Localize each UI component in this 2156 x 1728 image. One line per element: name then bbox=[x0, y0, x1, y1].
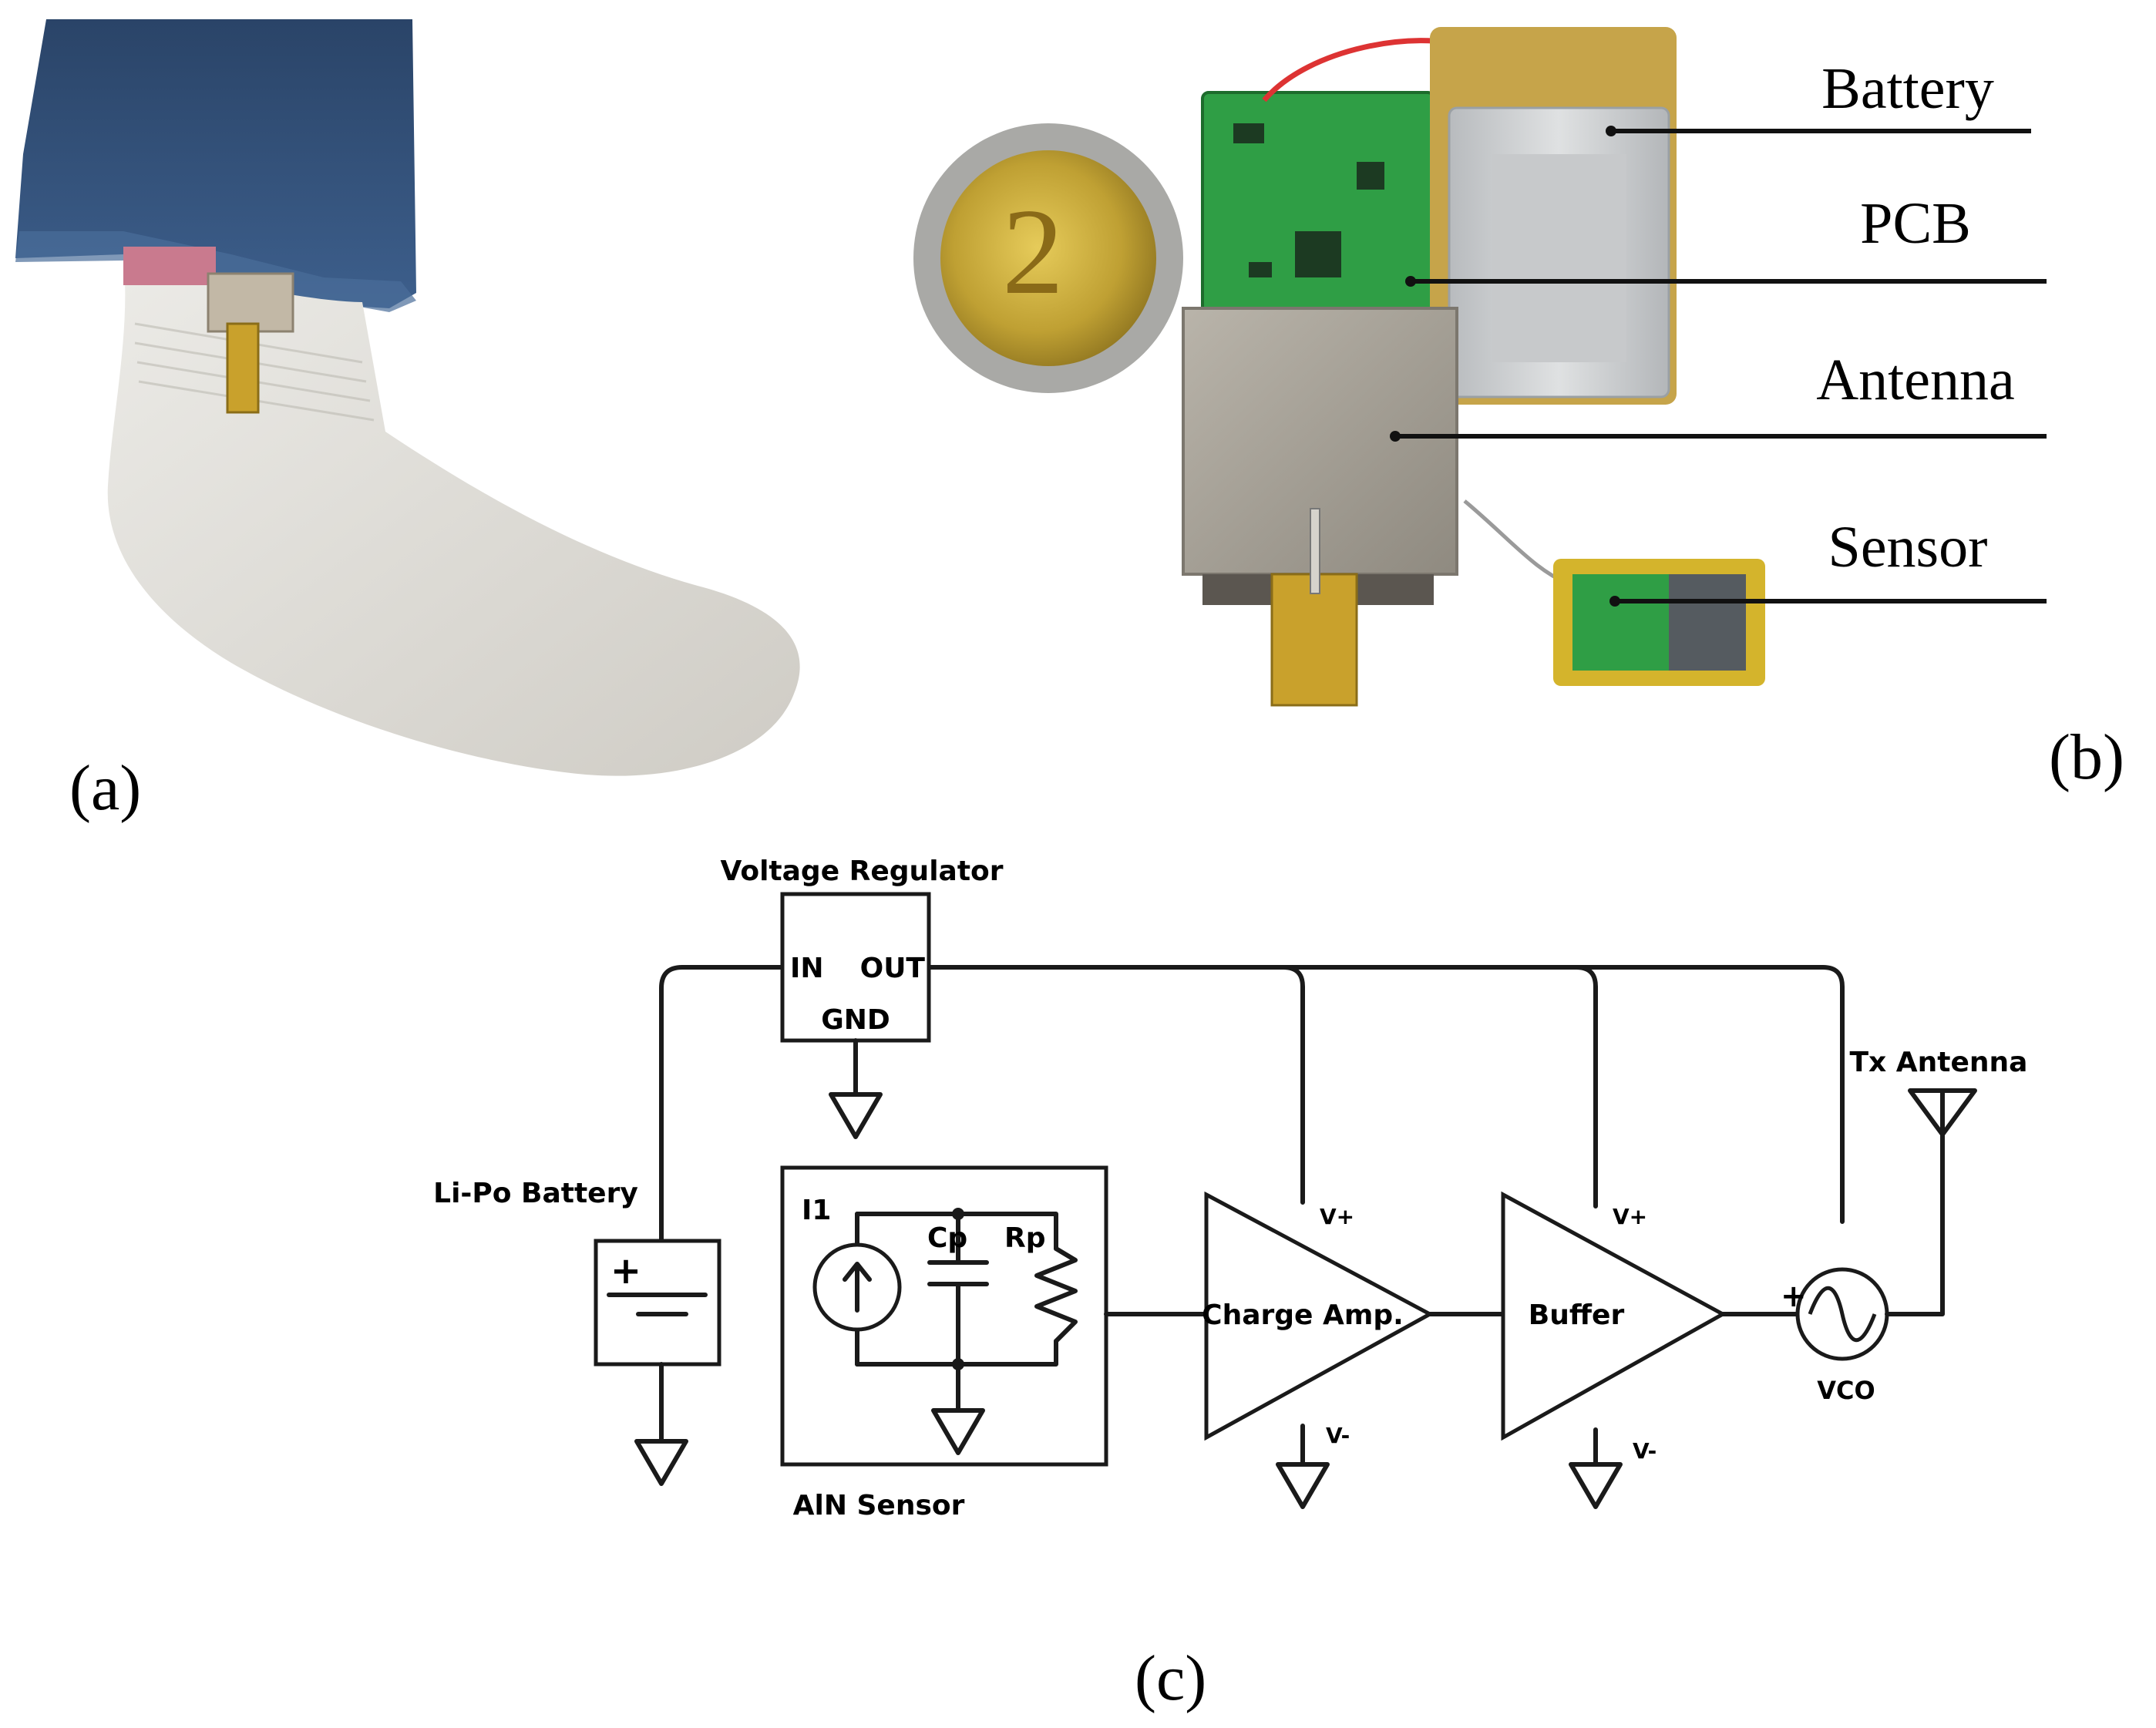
callout-sensor: Sensor bbox=[1828, 515, 1988, 580]
vco-name: VCO bbox=[1817, 1376, 1875, 1405]
regulator-gnd: GND bbox=[821, 1004, 890, 1036]
ground-symbol bbox=[1276, 1462, 1330, 1509]
buffer-vminus: V- bbox=[1633, 1438, 1657, 1464]
leader-dot bbox=[1609, 596, 1620, 607]
junction-dot bbox=[952, 1208, 964, 1220]
panel-a-photo bbox=[15, 19, 800, 776]
battery-label: Li-Po Battery bbox=[433, 1178, 638, 1209]
ground-symbol bbox=[829, 1092, 883, 1139]
caption-b: (b) bbox=[2049, 721, 2124, 793]
sensor-pcb bbox=[1572, 574, 1673, 671]
ground-symbol bbox=[931, 1408, 985, 1455]
antenna-pin bbox=[1310, 508, 1320, 594]
leader-dot bbox=[1390, 431, 1401, 442]
charge-amplifier bbox=[1204, 1191, 1435, 1441]
cap-label: Cp bbox=[927, 1222, 967, 1254]
supply-rail bbox=[927, 965, 1845, 1224]
battery-label bbox=[1492, 154, 1626, 362]
battery-plus-sign: + bbox=[610, 1249, 641, 1293]
regulator-out: OUT bbox=[860, 953, 926, 984]
sensor-name: AlN Sensor bbox=[793, 1490, 965, 1521]
caption-c: (c) bbox=[1135, 1642, 1206, 1714]
buffer-amplifier bbox=[1501, 1191, 1727, 1441]
charge-amp-vminus: V- bbox=[1326, 1423, 1350, 1448]
leader-dot bbox=[1606, 126, 1616, 136]
ground-symbol bbox=[1569, 1462, 1623, 1509]
buffer-name: Buffer bbox=[1529, 1299, 1625, 1331]
antenna-connector bbox=[1270, 573, 1358, 707]
sensor-patch bbox=[207, 272, 294, 333]
vco-to-antenna-wire bbox=[1885, 1131, 1945, 1316]
pcb-chip bbox=[1233, 123, 1264, 143]
caption-a: (a) bbox=[69, 752, 141, 824]
panel-b-photo: 2 Battery PCB Antenna Sensor bbox=[913, 27, 2047, 707]
ground-symbol bbox=[634, 1439, 688, 1486]
junction-dot bbox=[952, 1358, 964, 1370]
sine-wave-icon bbox=[1808, 1286, 1877, 1342]
regulator-title: Voltage Regulator bbox=[720, 856, 1003, 887]
pcb-chip bbox=[1249, 262, 1272, 277]
sensor-top-wire bbox=[855, 1212, 1058, 1251]
leader-dot bbox=[1405, 276, 1416, 287]
charge-amp-name: Charge Amp. bbox=[1202, 1299, 1404, 1331]
rail-to-charge-amp bbox=[1281, 965, 1305, 1205]
pcb-chip bbox=[1357, 162, 1384, 190]
vco-plus-sign: + bbox=[1781, 1279, 1807, 1314]
coin-center bbox=[940, 150, 1156, 366]
antenna-icon bbox=[1908, 1088, 1977, 1137]
schematic: Voltage Regulator IN OUT GND Li-Po Batte… bbox=[433, 856, 2027, 1521]
sock bbox=[107, 258, 800, 776]
resistor-rp bbox=[1034, 1246, 1078, 1343]
charge-amp-vplus: V+ bbox=[1320, 1204, 1354, 1229]
source-label: I1 bbox=[802, 1195, 831, 1226]
ankle-skin bbox=[123, 247, 216, 285]
coin-numeral: 2 bbox=[1002, 183, 1064, 320]
buffer-vplus: V+ bbox=[1613, 1204, 1647, 1229]
sma-connector bbox=[226, 322, 260, 414]
res-label: Rp bbox=[1004, 1222, 1046, 1254]
pcb-chip bbox=[1295, 231, 1341, 277]
callout-antenna: Antenna bbox=[1816, 348, 2014, 412]
regulator-in: IN bbox=[790, 953, 824, 984]
callout-battery: Battery bbox=[1821, 56, 1994, 121]
antenna-label: Tx Antenna bbox=[1850, 1047, 2028, 1078]
sensor-bottom-wire bbox=[855, 1339, 1058, 1367]
battery-to-regulator bbox=[659, 965, 785, 1243]
current-source-arrow bbox=[843, 1262, 872, 1313]
rail-to-buffer bbox=[1574, 965, 1598, 1209]
sensor-element bbox=[1669, 574, 1746, 671]
li-po-battery bbox=[594, 1239, 721, 1367]
callout-pcb: PCB bbox=[1860, 191, 1971, 256]
